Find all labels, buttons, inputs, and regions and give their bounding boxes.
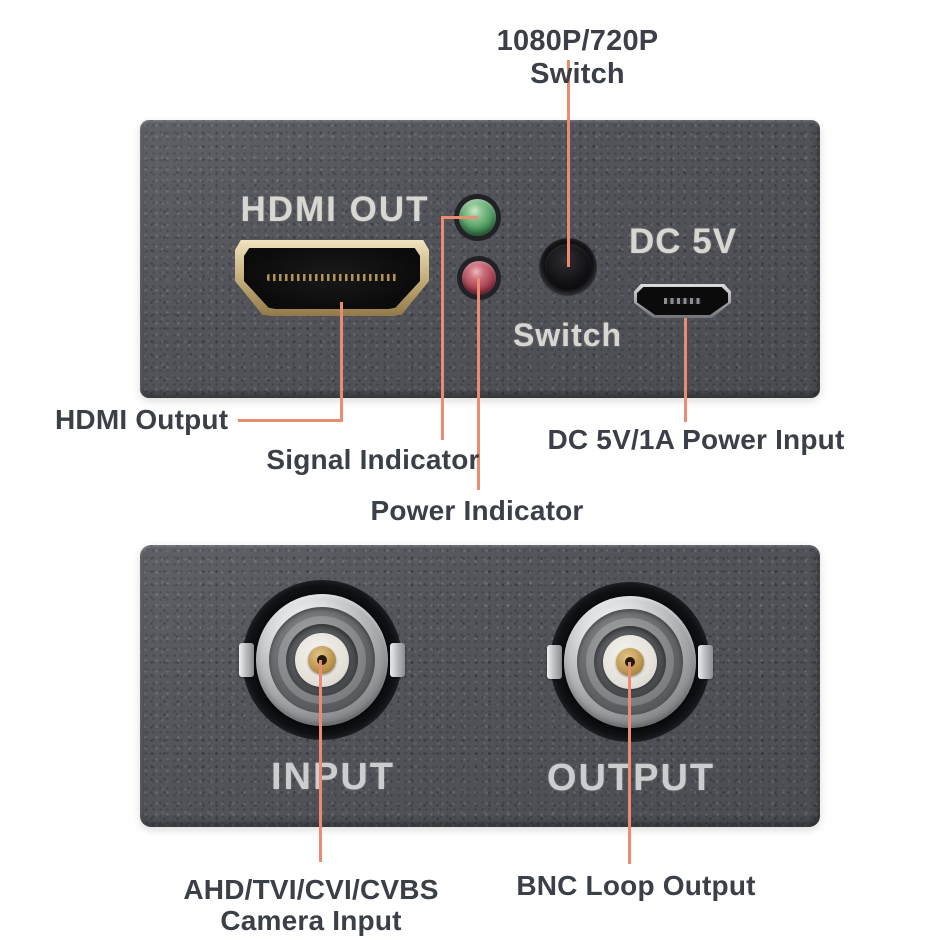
micro-usb-port [634, 284, 731, 318]
leader-line-hdmi-vertical [340, 302, 343, 422]
bnc-input-lug-left [239, 643, 254, 677]
leader-line-camera-input [319, 660, 322, 862]
output-print: OUTPUT [546, 757, 716, 799]
input-print: INPUT [271, 756, 395, 798]
annotation-camera-input: AHD/TVI/CVI/CVBS Camera Input [166, 874, 456, 936]
leader-line-resolution-switch [567, 60, 570, 267]
annotation-power-input: DC 5V/1A Power Input [547, 424, 845, 455]
leader-line-power-input [684, 318, 687, 422]
leader-line-signal-vertical [441, 216, 444, 440]
annotation-bnc-loop-output: BNC Loop Output [516, 870, 756, 901]
bnc-input-pinhole [317, 655, 327, 665]
bnc-input-lug-right [390, 643, 405, 677]
switch-print: Switch [512, 317, 623, 353]
annotation-camera-input-line2: Camera Input [220, 905, 402, 936]
bnc-output-lug-left [547, 645, 562, 679]
annotation-hdmi-output: HDMI Output [55, 404, 229, 435]
hdmi-port [235, 240, 429, 316]
micro-usb-contacts [664, 298, 701, 304]
leader-line-power-indicator [477, 278, 480, 490]
dc-5v-print: DC 5V [628, 222, 738, 261]
annotation-signal-indicator: Signal Indicator [266, 444, 480, 475]
hdmi-out-print: HDMI OUT [240, 190, 430, 229]
bnc-input-connector [239, 580, 405, 740]
annotation-power-indicator: Power Indicator [370, 495, 584, 526]
bnc-output-lug-right [698, 645, 713, 679]
annotation-resolution-switch: 1080P/720P Switch [496, 25, 659, 90]
converter-top-panel: HDMI OUT DC 5V Switch [140, 120, 820, 398]
annotation-camera-input-line1: AHD/TVI/CVI/CVBS [183, 874, 439, 905]
leader-line-loop-output [628, 662, 631, 864]
leader-line-signal-horizontal [441, 216, 478, 219]
leader-line-hdmi-horizontal [238, 419, 342, 422]
hdmi-port-pins [267, 274, 397, 281]
converter-bottom-panel: INPUT OUTPUT [140, 545, 820, 827]
